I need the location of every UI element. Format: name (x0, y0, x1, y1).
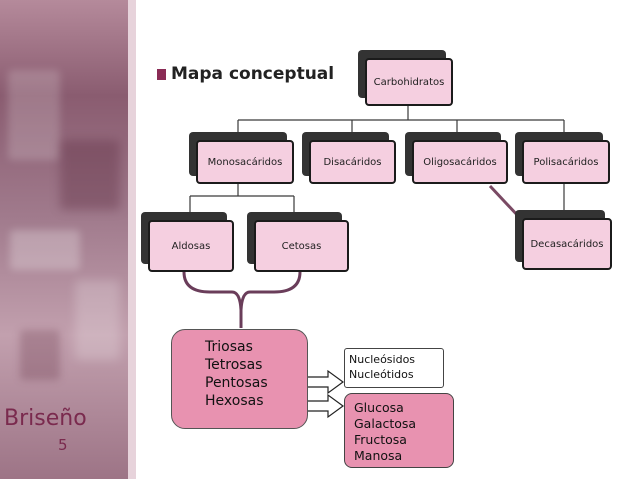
list-item: Tetrosas (205, 357, 263, 373)
node-decasacaridos: Decasacáridos (515, 210, 612, 270)
slide-title-text: Mapa conceptual (171, 64, 335, 84)
monosaccharide-types-box: Triosas Tetrosas Pentosas Hexosas (171, 329, 308, 429)
slide-title: Mapa conceptual (157, 64, 334, 84)
list-item: Nucleótidos (349, 368, 414, 381)
page-number: 5 (58, 436, 68, 454)
side-stripe (128, 0, 136, 479)
list-item: Triosas (205, 339, 253, 355)
node-cetosas: Cetosas (247, 212, 349, 272)
node-disacaridos: Disacáridos (302, 132, 396, 184)
list-item: Nucleósidos (349, 353, 416, 366)
node-oligosacaridos: Oligosacáridos (405, 132, 508, 184)
node-carbohidratos: Carbohidratos (358, 50, 453, 106)
list-item: Manosa (354, 448, 403, 463)
square-bullet-icon (157, 68, 166, 80)
hexose-examples-box: Glucosa Galactosa Fructosa Manosa (344, 393, 454, 468)
list-item: Pentosas (205, 375, 268, 391)
list-item: Galactosa (354, 416, 417, 431)
list-item: Hexosas (205, 393, 264, 409)
node-aldosas: Aldosas (141, 212, 234, 272)
list-item: Fructosa (354, 432, 407, 447)
list-item: Glucosa (354, 400, 404, 415)
node-monosacaridos: Monosacáridos (189, 132, 294, 184)
node-polisacaridos: Polisacáridos (515, 132, 610, 184)
decorative-side-band (0, 0, 128, 479)
pentose-derivatives-box: Nucleósidos Nucleótidos (344, 348, 444, 388)
footer-brand: Briseño (4, 406, 87, 431)
